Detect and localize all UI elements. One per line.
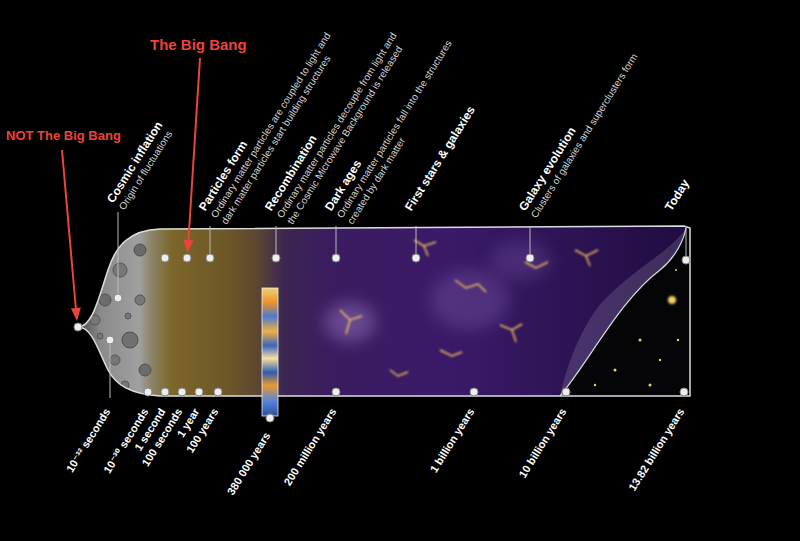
timeline-dot (526, 254, 534, 262)
timeline-dot (144, 388, 152, 396)
galaxy (594, 384, 596, 386)
bubble (97, 333, 103, 339)
filament (575, 250, 598, 266)
filament (414, 240, 436, 256)
timeline-dot (332, 388, 340, 396)
matter-fog (430, 270, 510, 330)
leader-line (530, 226, 531, 254)
epoch-label-group: Today (662, 11, 797, 214)
galaxy (675, 269, 677, 271)
timeline-dot (272, 254, 280, 262)
bubble (125, 313, 131, 319)
timeline-dots (74, 254, 690, 422)
leader-line (210, 226, 211, 254)
galaxy (649, 384, 652, 387)
page-curl (560, 228, 686, 396)
galaxy (614, 369, 617, 372)
timeline-dot (214, 388, 222, 396)
timeline-dot (470, 388, 478, 396)
matter-fog (490, 240, 550, 280)
arrowhead (183, 240, 193, 253)
universe-shape (78, 226, 690, 396)
time-label: 200 million years (281, 406, 339, 488)
timeline-dot (680, 388, 688, 396)
bubble (99, 294, 111, 306)
bubble (110, 355, 120, 365)
filament (500, 324, 522, 342)
bubble (113, 263, 127, 277)
leader-line (276, 226, 277, 254)
timeline-dot (74, 323, 82, 331)
timeline-dot (206, 254, 214, 262)
leader-line (118, 212, 119, 294)
filament (455, 280, 486, 292)
timeline-dot (266, 414, 274, 422)
timeline-dot (332, 254, 340, 262)
galaxy (677, 339, 679, 341)
galaxy (659, 359, 661, 361)
bubble (135, 295, 145, 305)
annotation-label: The Big Bang (150, 36, 247, 53)
universe-outline (78, 226, 690, 396)
pointer-arrow (188, 58, 200, 241)
annotation-label: NOT The Big Bang (6, 128, 121, 143)
timeline-dot (106, 336, 114, 344)
timeline-dot (178, 388, 186, 396)
leader-line (416, 226, 417, 254)
pointer-arrow (62, 150, 76, 310)
leader-lines (110, 212, 686, 398)
filament (390, 370, 408, 376)
timeline-dot (682, 256, 690, 264)
universe-texture (90, 228, 690, 396)
time-label: 13.82 billion years (626, 406, 687, 493)
bubble (134, 244, 146, 256)
timeline-dot (183, 254, 191, 262)
timeline-dot (161, 388, 169, 396)
time-label: 10 billion years (516, 406, 569, 480)
leader-line (110, 344, 111, 398)
filament (525, 262, 548, 268)
time-label: 1 billion years (427, 406, 477, 475)
galaxies (594, 269, 679, 387)
galaxy (668, 296, 676, 304)
leader-line (686, 226, 687, 256)
time-label: 380 000 years (224, 430, 273, 498)
timeline-dot (412, 254, 420, 262)
today-universe (560, 228, 690, 396)
matter-fog (324, 302, 376, 342)
filaments (340, 240, 598, 376)
timeline-dot (195, 388, 203, 396)
epoch-title: Today (662, 11, 797, 214)
bubble (122, 332, 138, 348)
timeline-dot (114, 294, 122, 302)
timeline-dot (161, 254, 169, 262)
arrowhead (71, 308, 81, 321)
epoch-label-group: Galaxy evolutionClusters of galaxies and… (516, 11, 661, 220)
galaxy (639, 339, 642, 342)
epoch-title: Galaxy evolution (516, 11, 651, 214)
bubble (139, 364, 151, 376)
leader-line (336, 226, 337, 254)
timeline-dot (562, 388, 570, 396)
filament (440, 350, 462, 356)
epoch-description: Clusters of galaxies and superclusters f… (529, 19, 661, 220)
curl-outline (560, 228, 686, 396)
filament (340, 310, 362, 334)
cmb-strip (262, 288, 278, 416)
